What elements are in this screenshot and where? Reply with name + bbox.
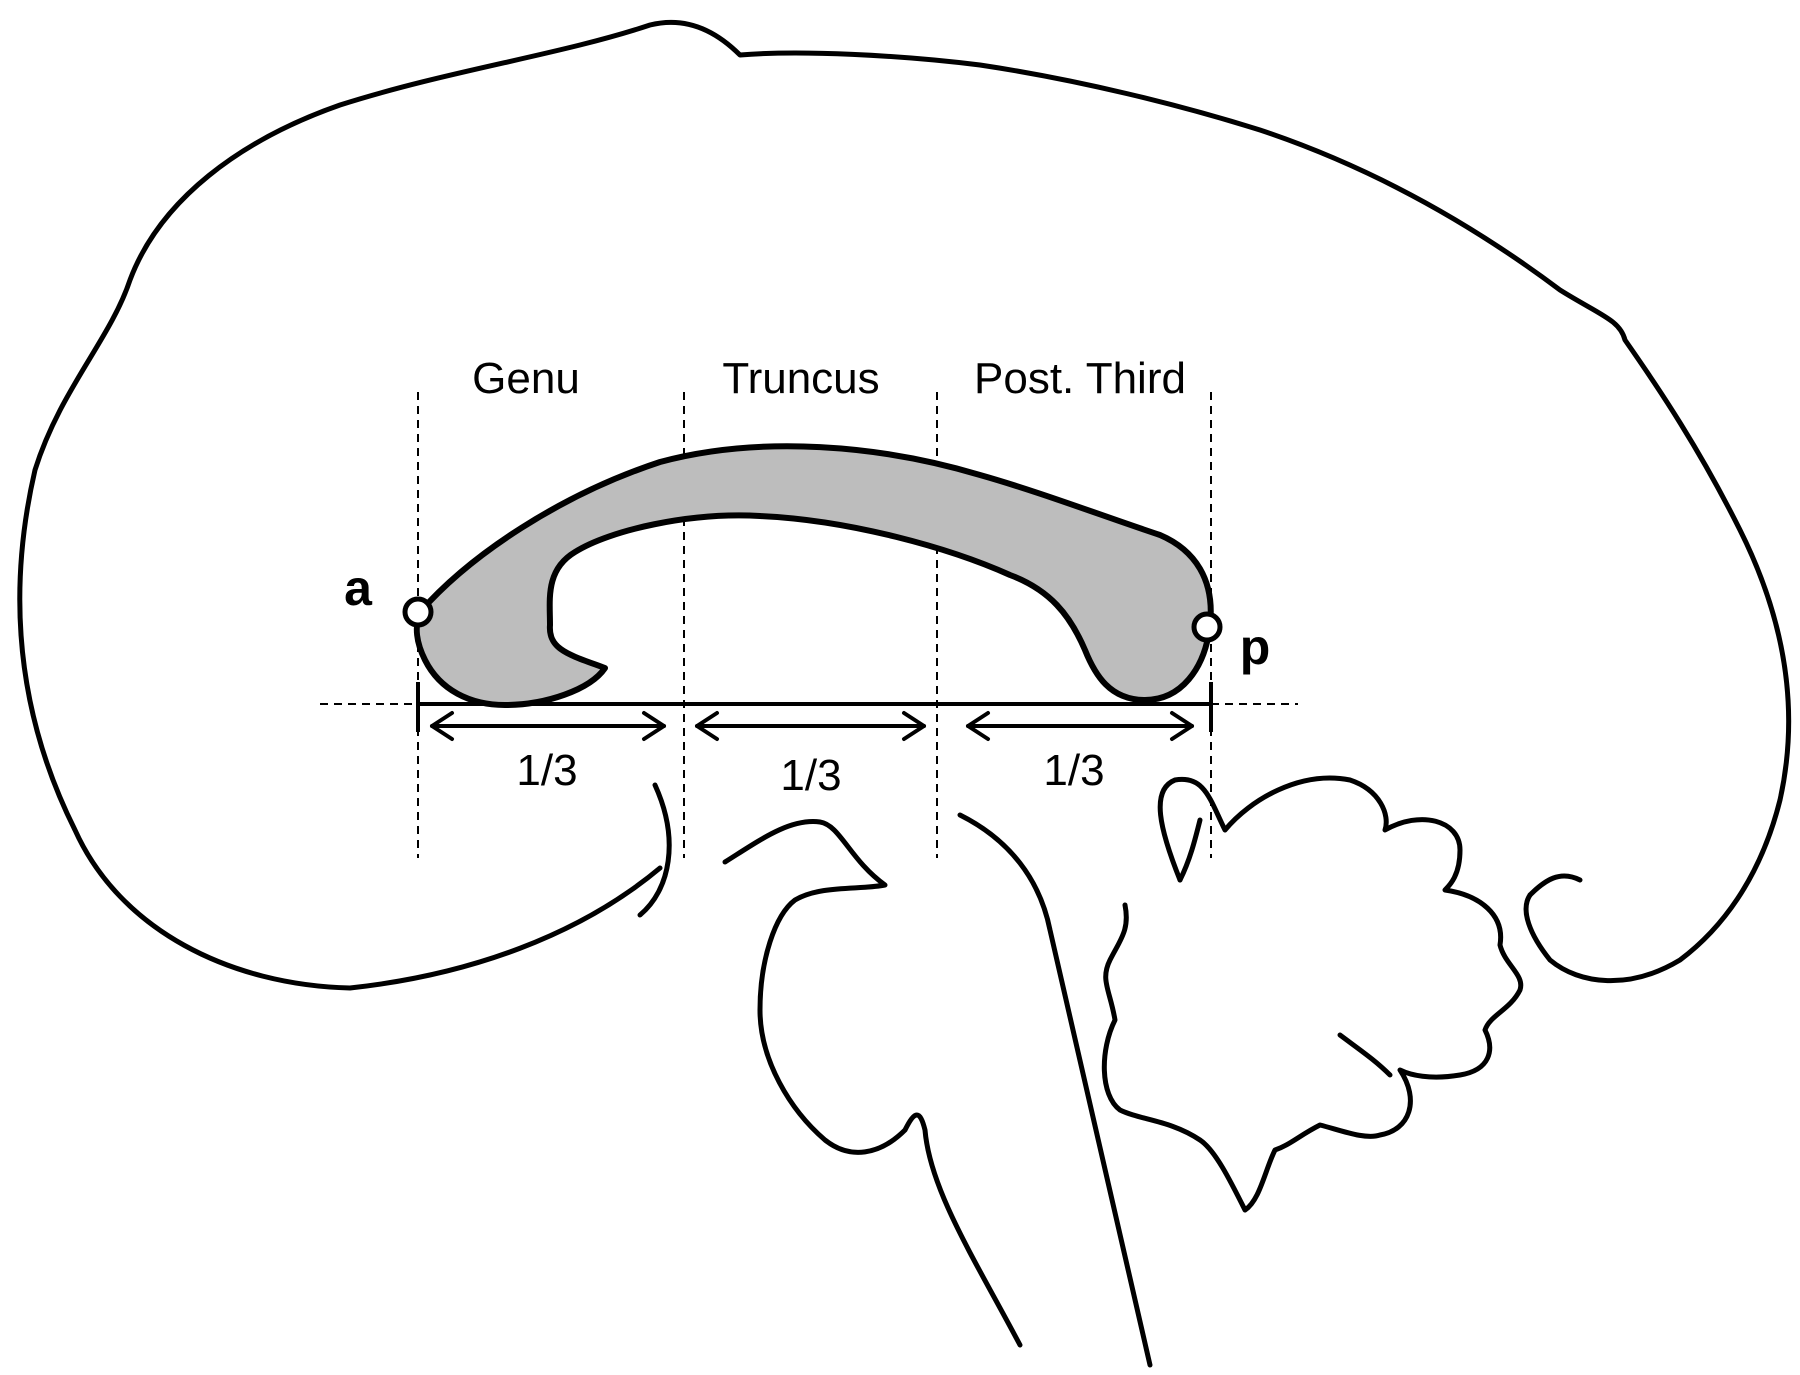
cerebrum-outline	[17, 19, 1792, 991]
cerebellar-fissure-line	[1337, 1032, 1393, 1078]
anterior-point-marker	[402, 596, 434, 628]
occipital-notch-line	[1527, 873, 1583, 898]
third-arrow-3	[966, 711, 1194, 741]
thalamus-outline	[722, 819, 1023, 1348]
third-arrow-1	[430, 711, 666, 741]
anterior-point-label: a	[344, 560, 373, 616]
cerebellar-fold-line	[1177, 817, 1203, 883]
brainstem-outline	[957, 812, 1153, 1368]
posterior-point-label: p	[1240, 619, 1271, 675]
region-label-truncus: Truncus	[722, 354, 879, 403]
division-label-1: 1/3	[516, 746, 577, 795]
division-label-2: 1/3	[780, 751, 841, 800]
region-label-posterior-third: Post. Third	[974, 354, 1186, 403]
posterior-point-marker	[1191, 611, 1223, 643]
division-label-3: 1/3	[1043, 746, 1104, 795]
frontal-basal-outline	[637, 782, 672, 918]
corpus-callosum	[413, 443, 1214, 708]
region-label-genu: Genu	[472, 354, 580, 403]
third-arrow-2	[695, 711, 926, 741]
cerebellum-outline	[1101, 775, 1524, 1213]
